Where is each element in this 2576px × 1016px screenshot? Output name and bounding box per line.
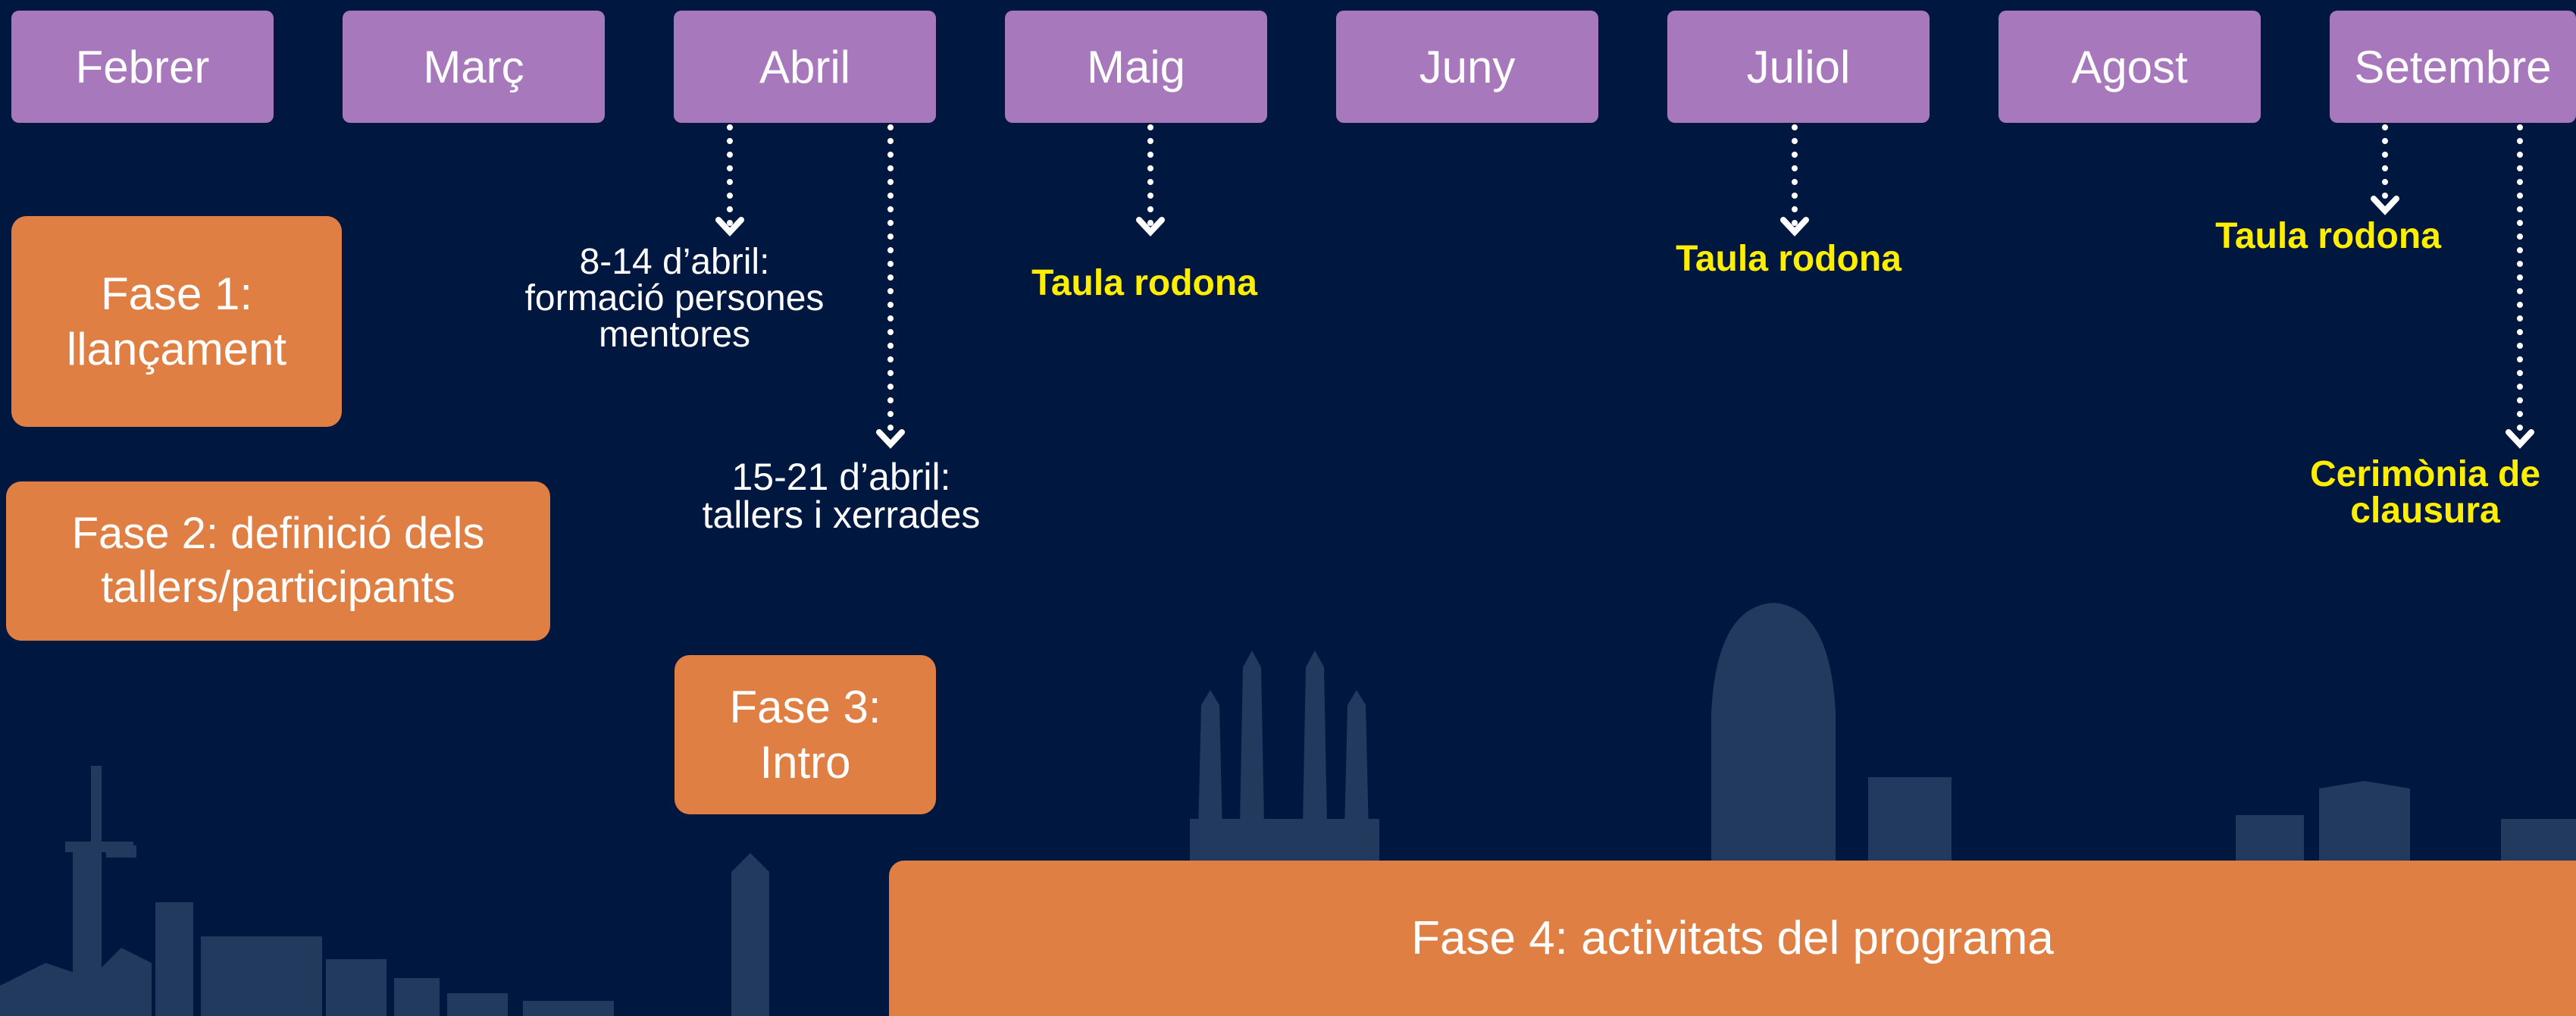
month-march: Març [343,11,605,123]
phase-3-line-2: Intro [759,737,851,788]
closing-ceremony-line-2: clausura [2350,491,2500,531]
month-august: Agost [1999,11,2261,123]
phase-4-box: Fase 4: activitats del programa [889,861,2576,1016]
event-roundtable-september-label: Taula rodona [2215,216,2441,256]
phase-1-line-2: llançament [66,324,287,375]
month-april: Abril [674,11,936,123]
phase-2-line-1: Fase 2: definició dels [71,509,485,559]
training-note-line-2: formació persones [524,278,825,318]
training-note-line-1: 8-14 d’abril: [579,242,770,282]
month-september: Setembre [2330,11,2576,123]
month-may: Maig [1005,11,1267,123]
phase-4-label: Fase 4: activitats del programa [1411,911,2054,964]
workshops-note: 15-21 d’abril: tallers i xerrades [667,458,1016,534]
month-february: Febrer [11,11,274,123]
training-note: 8-14 d’abril: formació persones mentores [485,244,864,353]
workshops-note-line-2: tallers i xerrades [702,494,981,536]
event-roundtable-may-label: Taula rodona [1031,263,1257,303]
event-closing-ceremony: Cerimònia de clausura [2281,456,2569,529]
phase-2-box: Fase 2: definició dels tallers/participa… [6,481,550,641]
phase-3-box: Fase 3: Intro [675,655,936,814]
event-roundtable-september: Taula rodona [2177,218,2480,255]
phase-1-line-1: Fase 1: [100,268,253,319]
event-roundtable-may: Taula rodona [993,265,1296,302]
event-roundtable-july-label: Taula rodona [1676,239,1901,279]
month-june: Juny [1336,11,1598,123]
phase-2-line-2: tallers/participants [101,563,455,612]
training-note-line-3: mentores [598,315,751,355]
month-july: Juliol [1667,11,1930,123]
event-roundtable-july: Taula rodona [1637,241,1940,278]
closing-ceremony-line-1: Cerimònia de [2309,454,2541,494]
phase-3-line-1: Fase 3: [729,681,881,732]
phase-1-box: Fase 1: llançament [11,216,342,427]
workshops-note-line-1: 15-21 d’abril: [731,456,951,498]
